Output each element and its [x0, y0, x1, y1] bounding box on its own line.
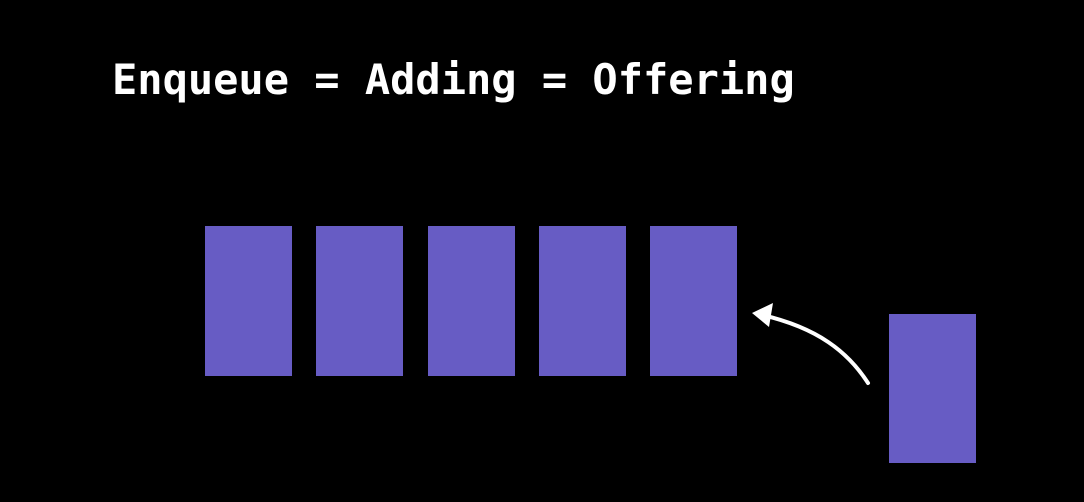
queue-block	[539, 226, 626, 376]
arrow-head	[752, 303, 773, 327]
incoming-block	[889, 314, 976, 463]
arrow-shaft	[760, 313, 870, 385]
slide-title: Enqueue = Adding = Offering	[112, 55, 795, 104]
queue-block	[316, 226, 403, 376]
queue-block	[205, 226, 292, 376]
curved-arrow-icon	[752, 303, 870, 385]
queue-block	[428, 226, 515, 376]
queue-block	[650, 226, 737, 376]
